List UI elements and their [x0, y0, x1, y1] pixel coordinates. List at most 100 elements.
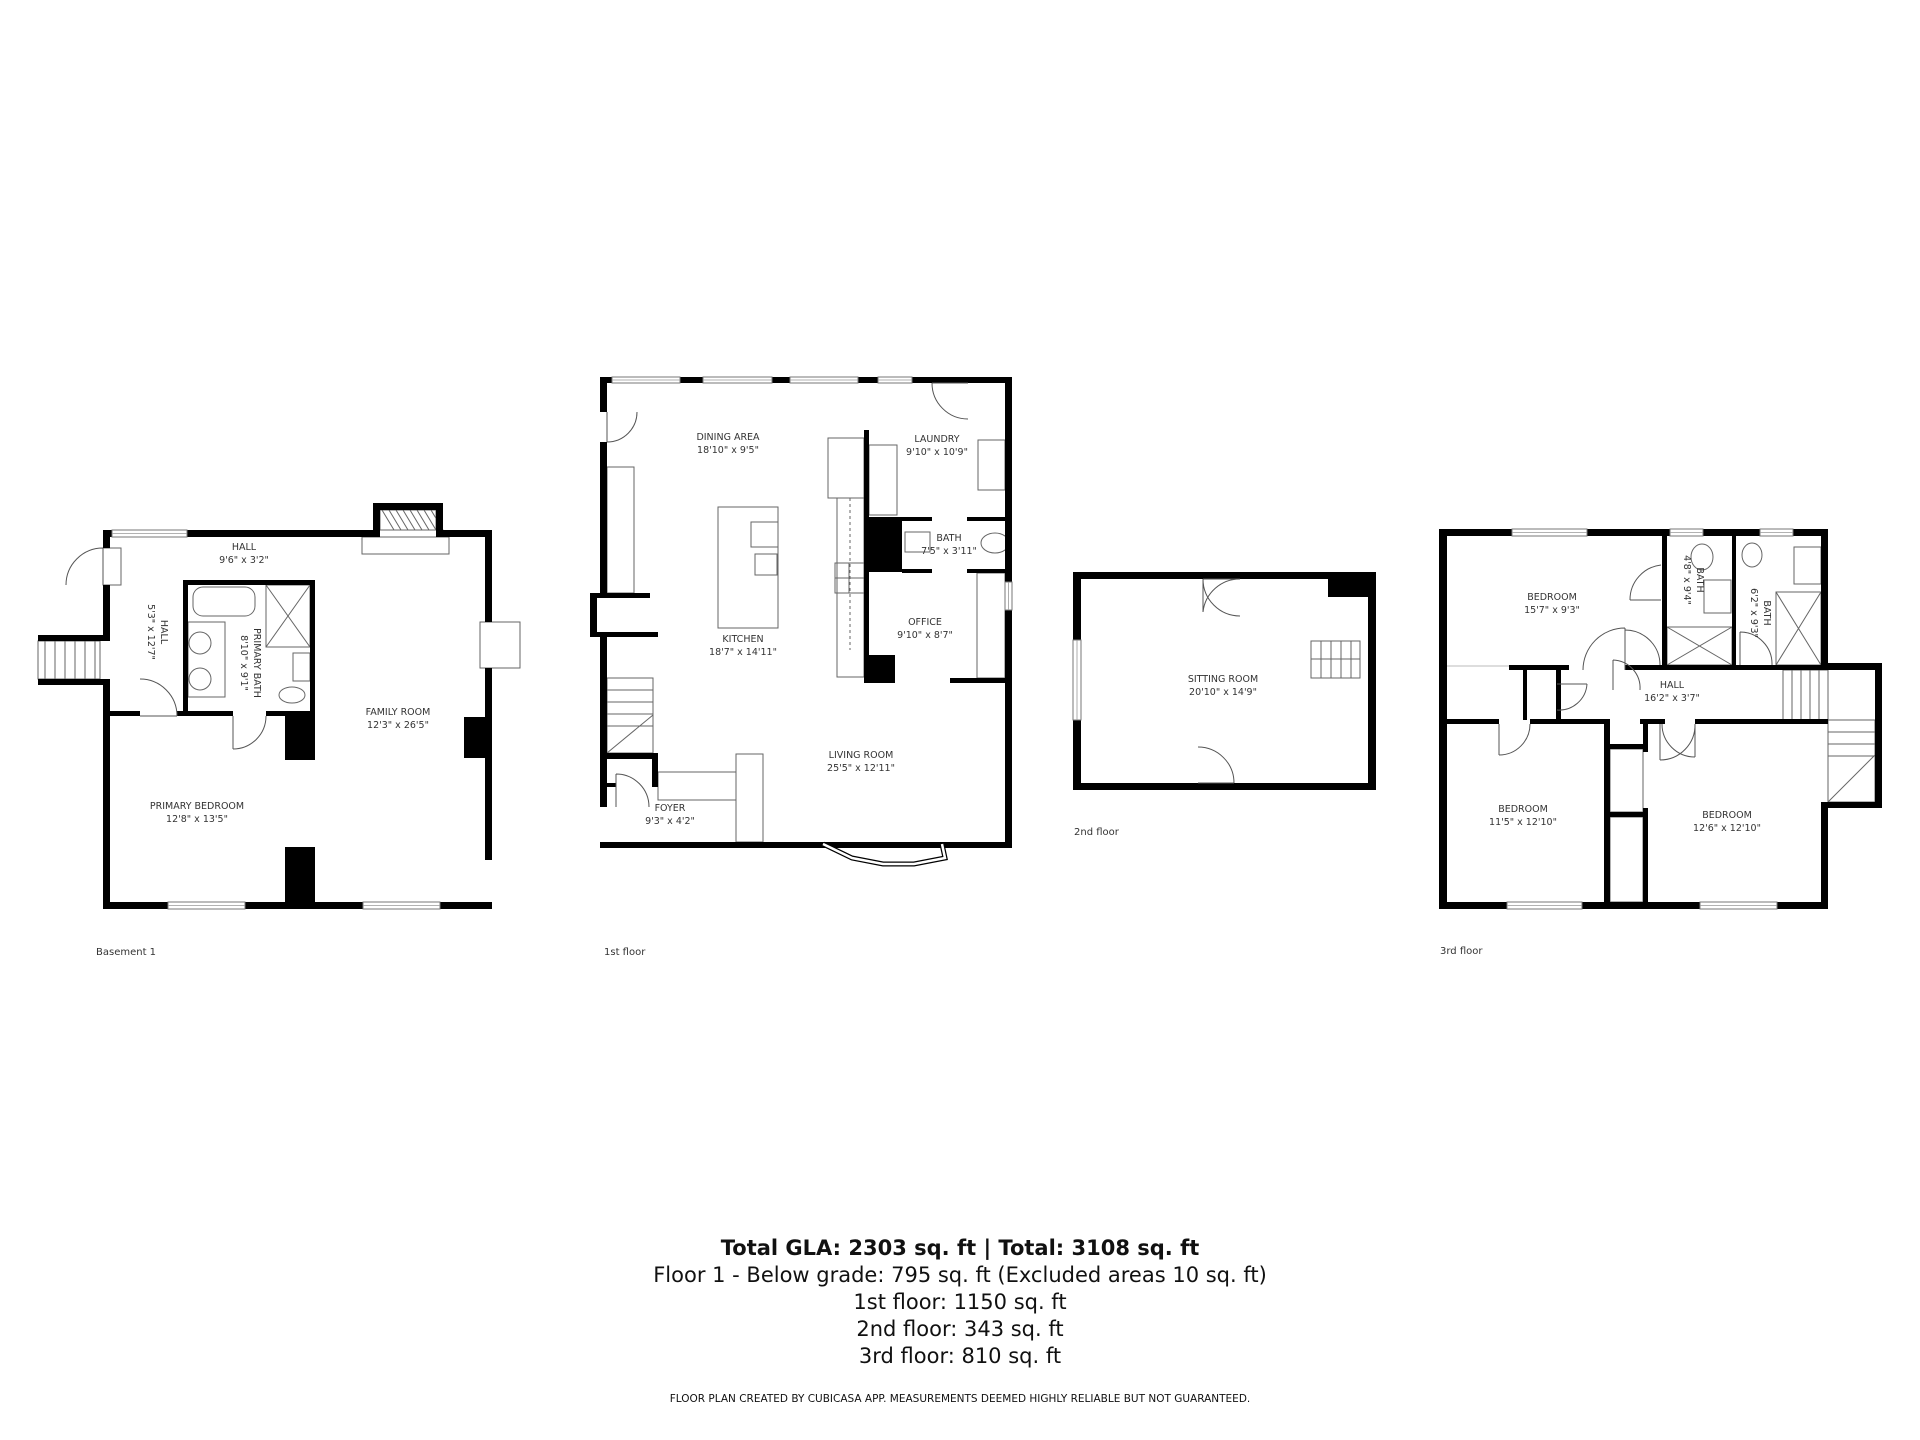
door-swing — [1624, 629, 1661, 666]
room-name: BATH — [1761, 600, 1772, 625]
wall — [1509, 665, 1569, 670]
hatch-line — [388, 509, 402, 531]
basement-labels: HALL 9'6" x 3'2" HALL 5'3" x 12'7" PRIMA… — [96, 542, 430, 958]
closet — [1609, 816, 1644, 903]
wall — [1821, 802, 1882, 808]
door-swing — [1659, 723, 1696, 761]
door-swing — [1739, 631, 1773, 666]
room-name: FOYER — [655, 803, 686, 814]
wall — [110, 711, 140, 716]
wall — [600, 442, 607, 593]
wall — [436, 503, 443, 537]
washer-dryer — [868, 444, 898, 516]
first-floor-labels: DINING AREA 18'10" x 9'5" LAUNDRY 9'10" … — [604, 432, 977, 958]
room-dims: 4'8" x 9'4" — [1681, 555, 1692, 605]
partition — [735, 753, 764, 843]
hatch-line — [381, 509, 395, 531]
room-dims: 18'10" x 9'5" — [697, 445, 759, 456]
shower-x — [265, 584, 311, 648]
wall — [1732, 529, 1736, 670]
wall — [485, 530, 492, 622]
door-swing — [1197, 746, 1235, 784]
wall — [652, 753, 658, 787]
room-name: PRIMARY BATH — [251, 628, 262, 698]
wall — [1604, 744, 1648, 749]
hatch-line — [402, 509, 416, 531]
wall — [603, 783, 616, 787]
room-name: HALL — [1660, 680, 1685, 691]
wall — [590, 593, 650, 598]
wall — [1640, 719, 1665, 724]
wall — [1643, 719, 1648, 752]
wall — [1368, 572, 1376, 790]
room-name: BEDROOM — [1702, 810, 1752, 821]
hatch-line — [395, 509, 409, 531]
vanity — [187, 621, 226, 698]
wall — [103, 530, 373, 537]
hatch-line — [423, 509, 437, 531]
wall — [38, 679, 110, 685]
wall — [464, 717, 487, 758]
floor-label: 2nd floor — [1074, 827, 1120, 838]
wall — [1875, 663, 1882, 808]
cabinet — [292, 652, 311, 682]
third-floor-labels: BEDROOM 15'7" x 9'3" BATH 4'8" x 9'4" BA… — [1440, 555, 1772, 957]
counter-left — [606, 466, 635, 594]
room-name: DINING AREA — [696, 432, 760, 443]
wall — [950, 678, 1012, 683]
room-name: LAUNDRY — [914, 434, 959, 445]
sink — [188, 631, 212, 655]
stair-diagonal — [606, 714, 654, 754]
summary-second-floor: 2nd floor: 343 sq. ft — [856, 1317, 1064, 1341]
wall — [373, 503, 380, 537]
room-dims: 9'10" x 8'7" — [897, 630, 953, 641]
wall — [603, 753, 658, 759]
bathtub — [192, 586, 256, 617]
room-name: OFFICE — [908, 617, 942, 628]
wall — [1643, 808, 1648, 908]
wall — [1439, 902, 1828, 909]
wall — [1005, 377, 1012, 847]
wall — [590, 593, 597, 637]
bath-sink — [1703, 579, 1732, 614]
wall — [373, 503, 443, 510]
room-dims: 11'5" x 12'10" — [1489, 817, 1557, 828]
door-swing — [606, 411, 638, 443]
wall — [103, 902, 492, 909]
door-swing — [1202, 578, 1241, 617]
room-name: BEDROOM — [1527, 592, 1577, 603]
wall — [600, 377, 607, 412]
door-swing — [1556, 683, 1588, 711]
room-dims: 7'5" x 3'11" — [921, 546, 977, 557]
room-name: HALL — [232, 542, 257, 553]
second-floor-labels: SITTING ROOM 20'10" x 14'9" 2nd floor — [1074, 674, 1258, 838]
room-dims: 5'3" x 12'7" — [145, 604, 156, 660]
wall — [103, 530, 110, 548]
room-dims: 12'3" x 26'5" — [367, 720, 429, 731]
shower-x — [1666, 626, 1733, 666]
closet — [1609, 748, 1644, 813]
wall — [1821, 802, 1828, 908]
wall — [103, 585, 110, 635]
wall — [864, 655, 895, 682]
wall — [1439, 719, 1499, 724]
doors — [65, 382, 1773, 808]
shower-x — [1775, 591, 1822, 666]
wall — [864, 430, 869, 682]
wall — [1625, 665, 1835, 670]
toilet — [1741, 542, 1763, 568]
stair-diagonal — [1827, 754, 1876, 803]
disclaimer: FLOOR PLAN CREATED BY CUBICASA APP. MEAS… — [669, 1393, 1251, 1405]
wall — [1523, 670, 1527, 720]
stairs — [479, 621, 521, 669]
wall — [443, 530, 492, 537]
wall — [967, 569, 1012, 573]
door-swing — [1582, 627, 1626, 671]
wall — [103, 685, 110, 908]
wall — [1328, 572, 1376, 597]
summary-third-floor: 3rd floor: 810 sq. ft — [858, 1344, 1062, 1368]
floor-label: Basement 1 — [96, 947, 156, 958]
wall — [600, 637, 607, 807]
wall — [1439, 529, 1447, 908]
room-dims: 15'7" x 9'3" — [1524, 605, 1580, 616]
